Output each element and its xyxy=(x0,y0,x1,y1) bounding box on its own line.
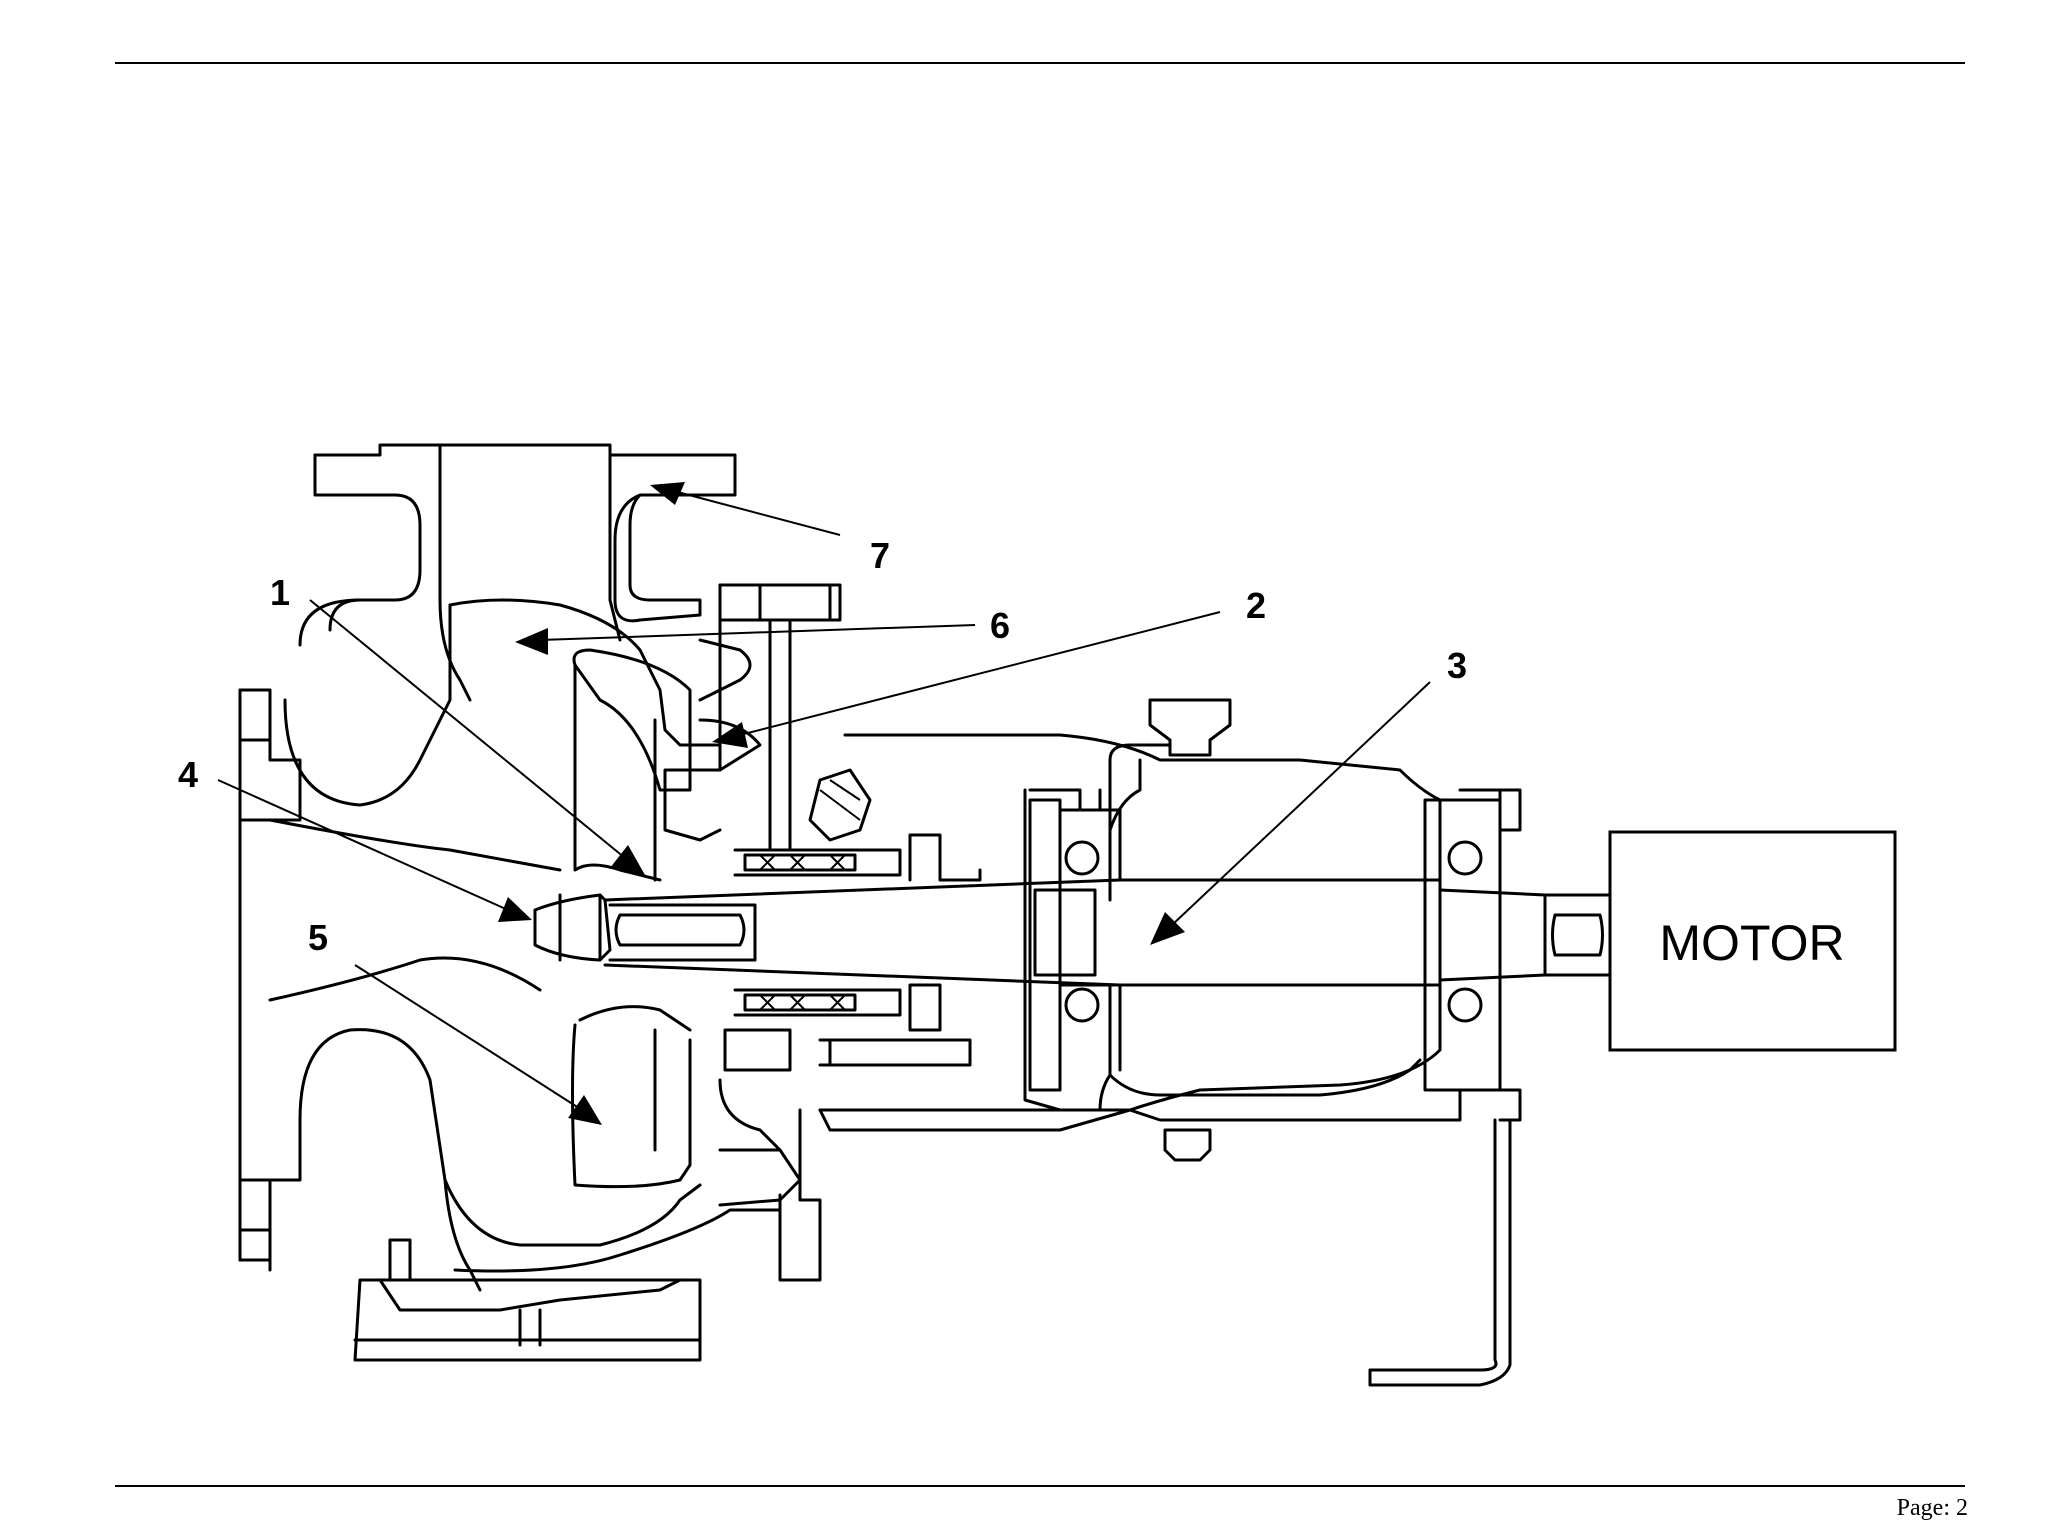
callout-2: 2 xyxy=(1246,585,1266,626)
top-rule xyxy=(115,62,1965,64)
callout-1: 1 xyxy=(270,572,290,613)
motor: MOTOR xyxy=(1608,830,1897,1052)
bottom-rule xyxy=(115,1485,1965,1487)
pump-shaft xyxy=(603,878,1612,987)
callout-5: 5 xyxy=(308,917,328,958)
motor-label: MOTOR xyxy=(1659,915,1844,971)
page-number: Page: 2 xyxy=(1896,1495,1968,1521)
bearing-frame xyxy=(778,698,1522,1387)
impeller xyxy=(533,648,692,1189)
callout-numbers: 1 2 3 4 5 6 7 xyxy=(178,535,1467,958)
callout-6: 6 xyxy=(990,605,1010,646)
callout-7: 7 xyxy=(870,535,890,576)
callout-leaders xyxy=(217,482,1431,1125)
callout-3: 3 xyxy=(1447,645,1467,686)
pump-casing xyxy=(238,443,782,1362)
callout-4: 4 xyxy=(178,754,198,795)
